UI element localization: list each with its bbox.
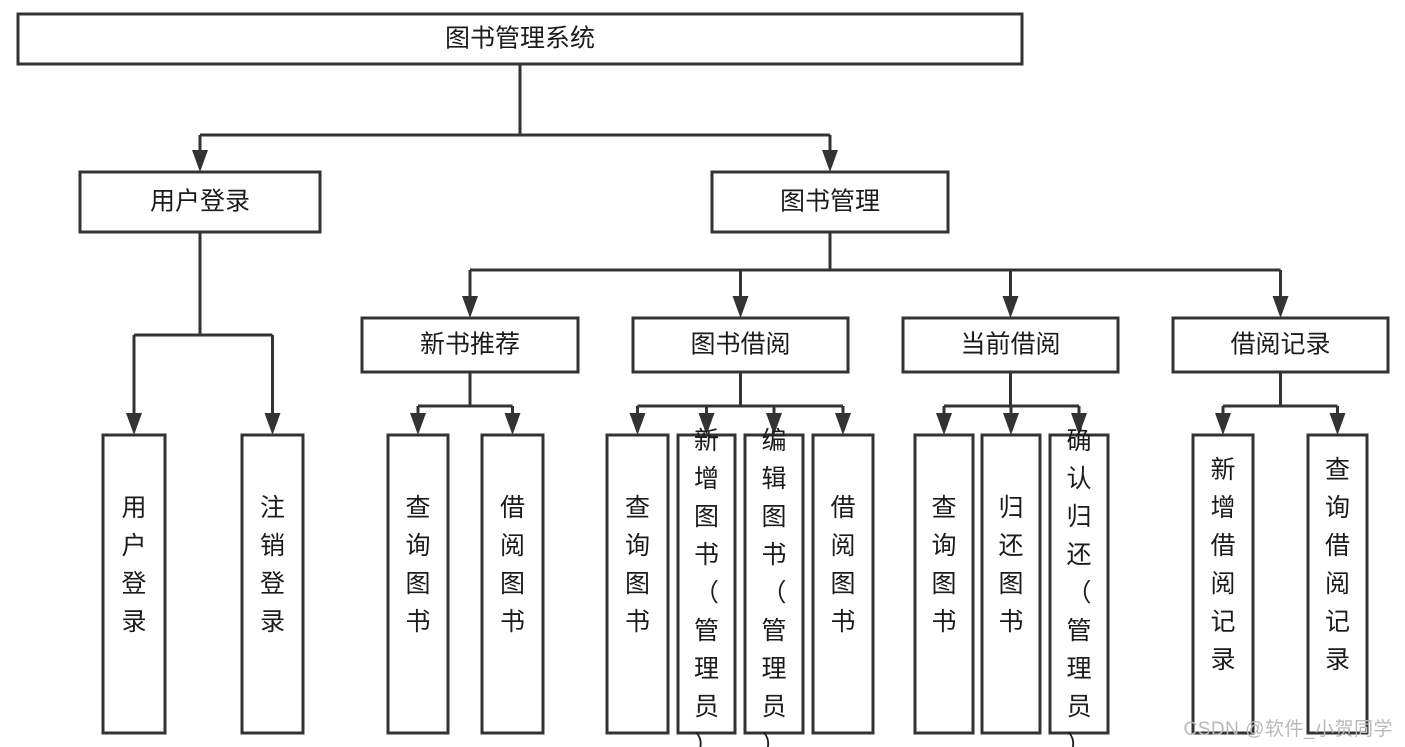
node-box xyxy=(480,433,545,735)
node-box xyxy=(240,433,305,735)
node-user-login[interactable]: 用户登录 xyxy=(78,170,322,234)
node-label: 编辑图书（管理员） xyxy=(761,427,786,747)
node-label: 新增图书（管理员） xyxy=(694,427,719,747)
node-leaf-logout[interactable]: 注销登录 xyxy=(240,433,305,735)
node-leaf-borrow-book-b[interactable]: 借阅图书 xyxy=(811,433,875,735)
node-box xyxy=(913,433,975,735)
node-leaf-user-login[interactable]: 用户登录 xyxy=(101,433,167,735)
node-book-manage[interactable]: 图书管理 xyxy=(710,170,950,234)
node-root[interactable]: 图书管理系统 xyxy=(16,12,1024,66)
node-label: 图书借阅 xyxy=(690,331,790,359)
node-label: 查询图书 xyxy=(405,494,430,636)
node-borrow-record[interactable]: 借阅记录 xyxy=(1171,316,1390,374)
edge-group-current_borrow xyxy=(936,372,1087,435)
node-current-borrow[interactable]: 当前借阅 xyxy=(901,316,1120,374)
node-leaf-confirm-return[interactable]: 确认归还（管理员） xyxy=(1048,427,1110,747)
node-box xyxy=(631,316,850,374)
node-box xyxy=(1306,433,1369,735)
node-leaf-query-book-a[interactable]: 查询图书 xyxy=(386,433,450,735)
node-leaf-query-record[interactable]: 查询借阅记录 xyxy=(1306,433,1369,735)
edge-group-book_manage xyxy=(462,232,1289,318)
node-leaf-borrow-book-a[interactable]: 借阅图书 xyxy=(480,433,545,735)
edge-group-root xyxy=(192,64,838,172)
node-box xyxy=(78,170,322,234)
node-label: 查询图书 xyxy=(931,494,956,636)
node-label: 图书管理系统 xyxy=(445,25,595,53)
node-box xyxy=(386,433,450,735)
node-label: 查询图书 xyxy=(625,494,650,636)
node-box xyxy=(1171,316,1390,374)
node-label: 用户登录 xyxy=(121,494,146,636)
node-book-borrow[interactable]: 图书借阅 xyxy=(631,316,850,374)
node-leaf-query-book-b[interactable]: 查询图书 xyxy=(605,433,670,735)
node-leaf-query-book-c[interactable]: 查询图书 xyxy=(913,433,975,735)
edge-group-borrow_record xyxy=(1215,372,1346,435)
node-box xyxy=(980,433,1042,735)
node-new-book-rec[interactable]: 新书推荐 xyxy=(360,316,580,374)
node-label: 借阅图书 xyxy=(500,494,525,636)
edge-group-new_book_rec xyxy=(410,372,521,435)
node-label: 归还图书 xyxy=(998,494,1023,636)
node-box xyxy=(710,170,950,234)
node-label: 图书管理 xyxy=(780,188,880,216)
node-label: 确认归还（管理员） xyxy=(1066,427,1091,747)
node-label: 当前借阅 xyxy=(960,331,1060,359)
edge-group-book_borrow xyxy=(629,372,851,435)
node-box xyxy=(901,316,1120,374)
node-label: 借阅图书 xyxy=(830,494,855,636)
node-box xyxy=(676,433,737,735)
node-label: 用户登录 xyxy=(150,188,250,216)
node-box xyxy=(605,433,670,735)
node-label: 新增借阅记录 xyxy=(1210,456,1235,674)
node-box xyxy=(1191,433,1255,735)
node-layer: 图书管理系统用户登录图书管理新书推荐图书借阅当前借阅借阅记录用户登录注销登录查询… xyxy=(16,12,1390,747)
node-box xyxy=(101,433,167,735)
node-box xyxy=(1048,433,1110,735)
node-box xyxy=(360,316,580,374)
node-leaf-add-book[interactable]: 新增图书（管理员） xyxy=(676,427,737,747)
node-label: 注销登录 xyxy=(260,494,285,636)
node-box xyxy=(811,433,875,735)
node-leaf-return-book[interactable]: 归还图书 xyxy=(980,433,1042,735)
node-leaf-add-record[interactable]: 新增借阅记录 xyxy=(1191,433,1255,735)
node-label: 借阅记录 xyxy=(1230,331,1330,359)
node-label: 查询借阅记录 xyxy=(1325,456,1350,674)
node-box xyxy=(16,12,1024,66)
node-label: 新书推荐 xyxy=(420,331,520,359)
connector-layer xyxy=(126,64,1346,435)
node-leaf-edit-book[interactable]: 编辑图书（管理员） xyxy=(743,427,805,747)
node-box xyxy=(743,433,805,735)
edge-group-user_login xyxy=(126,232,281,435)
